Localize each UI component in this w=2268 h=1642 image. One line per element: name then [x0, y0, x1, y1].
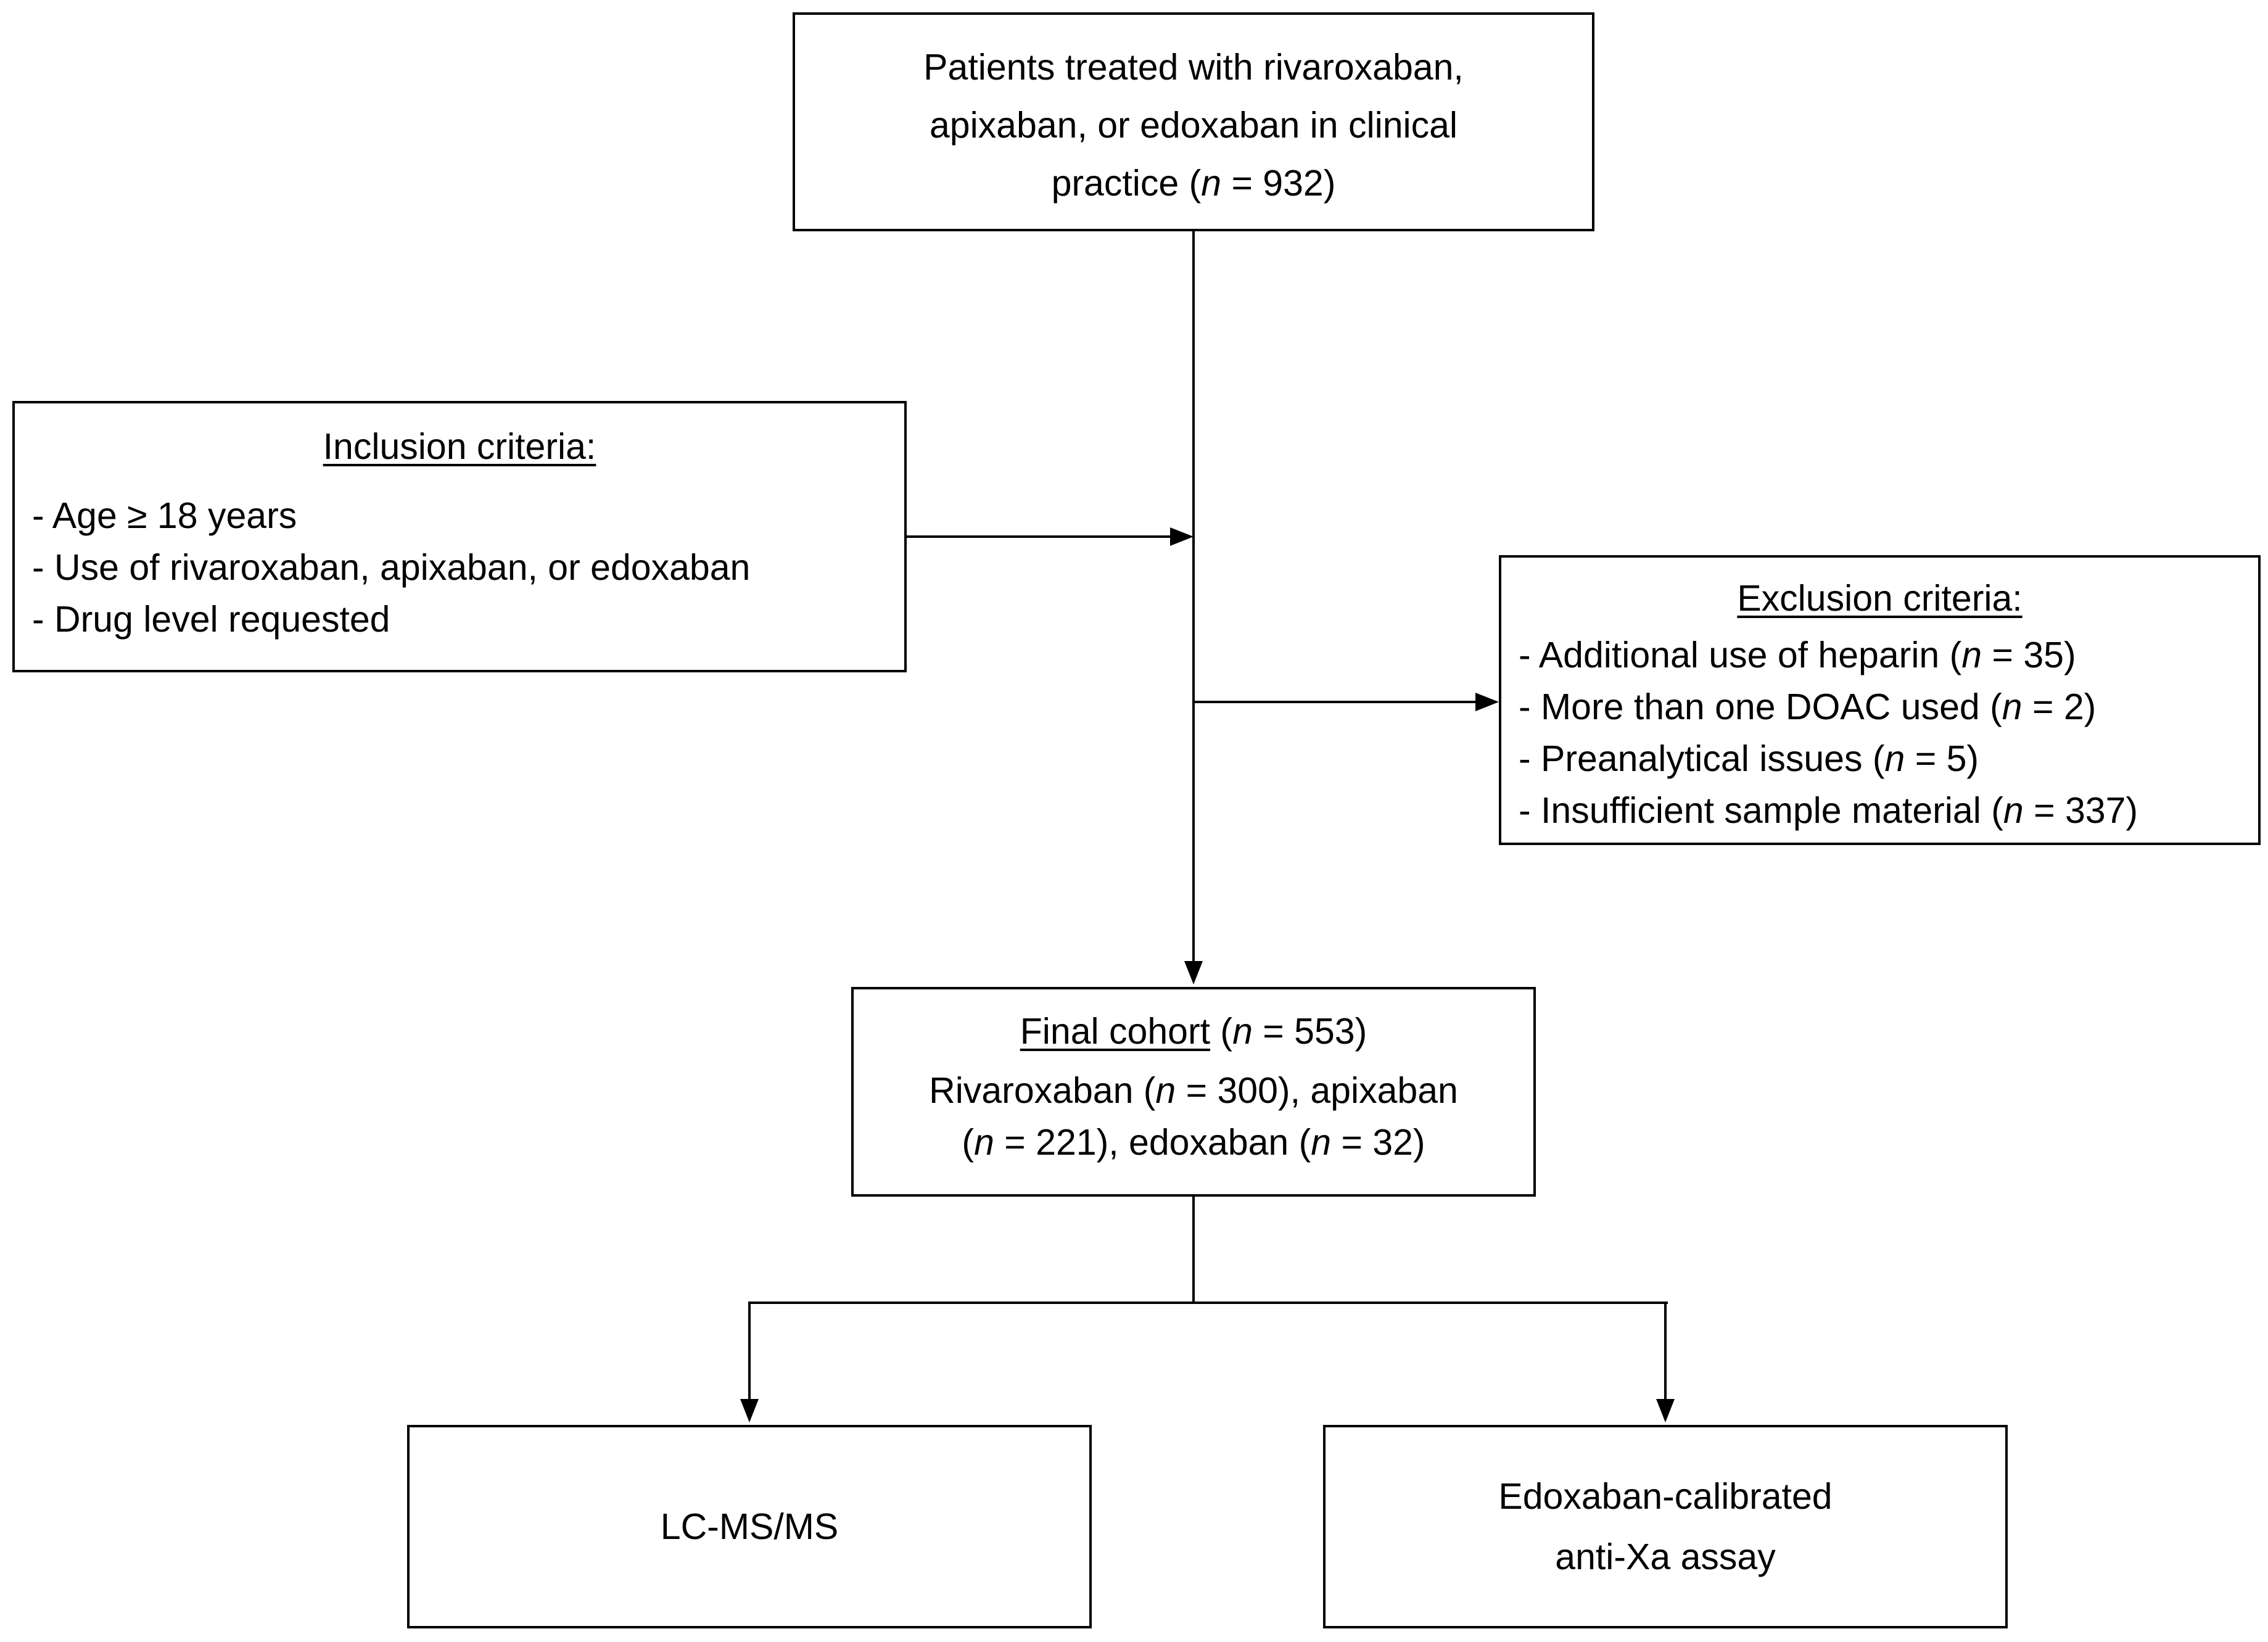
arrow-right-icon [1170, 527, 1194, 546]
node-inclusion-criteria: Inclusion criteria: - Age ≥ 18 years - U… [12, 401, 907, 672]
connector-split-to-antixa [1664, 1302, 1667, 1404]
node-exclusion-criteria: Exclusion criteria: - Additional use of … [1499, 555, 2261, 845]
antixa-line-1: Edoxaban-calibrated [1498, 1476, 1833, 1517]
inclusion-item-1: - Age ≥ 18 years [32, 495, 297, 536]
arrow-down-icon [1184, 961, 1203, 984]
connector-spine-to-exclusion [1194, 701, 1478, 703]
exclusion-item-3: - Preanalytical issues (n = 5) [1519, 738, 1979, 779]
final-cohort-title: Final cohort (n = 553) [1020, 1011, 1367, 1052]
arrow-down-icon [740, 1399, 759, 1422]
exclusion-item-1: - Additional use of heparin (n = 35) [1519, 635, 2076, 675]
inclusion-title: Inclusion criteria: [323, 426, 596, 467]
connector-final-stub [1192, 1197, 1195, 1304]
exclusion-item-4: - Insufficient sample material (n = 337) [1519, 790, 2138, 831]
exclusion-items: - Additional use of heparin (n = 35) - M… [1501, 629, 2258, 836]
node-lcms: LC-MS/MS [407, 1425, 1092, 1628]
connector-split-horizontal [748, 1302, 1668, 1304]
antixa-line-2: anti-Xa assay [1555, 1537, 1776, 1577]
node-anti-xa-assay: Edoxaban-calibrated anti-Xa assay [1323, 1425, 2008, 1628]
exclusion-item-2: - More than one DOAC used (n = 2) [1519, 687, 2097, 727]
connector-patients-to-final [1192, 231, 1195, 967]
arrow-right-icon [1475, 693, 1499, 711]
inclusion-items: - Age ≥ 18 years - Use of rivaroxaban, a… [15, 490, 904, 645]
exclusion-title: Exclusion criteria: [1737, 578, 2023, 619]
patients-line-3: practice (n = 932) [1051, 163, 1336, 204]
inclusion-item-3: - Drug level requested [32, 599, 390, 640]
patients-line-2: apixaban, or edoxaban in clinical [929, 105, 1458, 146]
connector-inclusion-to-spine [907, 535, 1173, 538]
connector-split-to-lcms [748, 1302, 751, 1404]
node-final-cohort: Final cohort (n = 553) Rivaroxaban (n = … [851, 987, 1536, 1197]
arrow-down-icon [1656, 1399, 1675, 1422]
patients-line-1: Patients treated with rivaroxaban, [923, 47, 1464, 88]
lcms-label: LC-MS/MS [660, 1506, 839, 1547]
inclusion-item-2: - Use of rivaroxaban, apixaban, or edoxa… [32, 547, 751, 588]
final-cohort-line-1: Rivaroxaban (n = 300), apixaban [929, 1070, 1458, 1111]
final-cohort-line-2: (n = 221), edoxaban (n = 32) [962, 1122, 1425, 1163]
node-patients-treated: Patients treated with rivaroxaban, apixa… [793, 12, 1594, 231]
